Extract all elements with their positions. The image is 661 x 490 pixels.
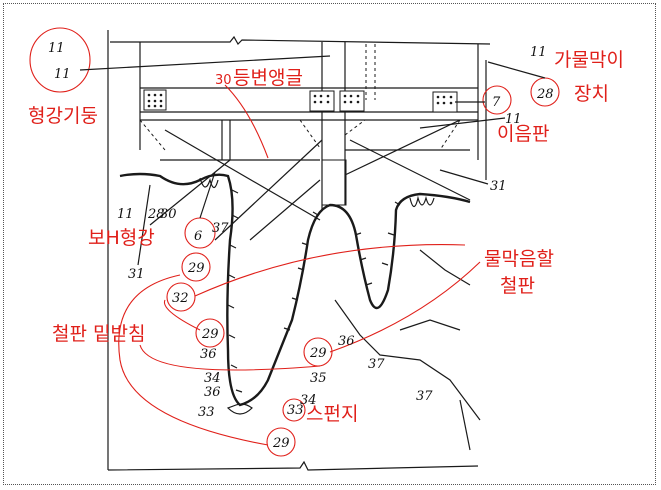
leader-support-2 bbox=[139, 344, 321, 371]
pointer-lines bbox=[79, 55, 546, 266]
diagonal-brace-5 bbox=[344, 119, 461, 176]
hw-32: 32 bbox=[172, 291, 189, 306]
leader-support-1 bbox=[163, 299, 201, 331]
hw-33b: 33 bbox=[287, 403, 304, 418]
pointer-31b bbox=[137, 184, 151, 266]
barrier-hatch bbox=[227, 189, 401, 393]
hw-29b: 29 bbox=[201, 327, 219, 342]
diagonal-brace-2 bbox=[149, 159, 231, 226]
circle-29a bbox=[181, 252, 211, 282]
rock-fissure-3 bbox=[399, 319, 461, 331]
hw-37b: 37 bbox=[368, 357, 385, 372]
joint-plate-center-right bbox=[339, 90, 365, 112]
circle-11 bbox=[29, 27, 91, 93]
bottom-break-line bbox=[107, 460, 479, 471]
center-column-base bbox=[321, 159, 347, 206]
right-teeth bbox=[409, 195, 435, 208]
pointer-6 bbox=[199, 171, 216, 219]
label-watertight-1: 물막음할 bbox=[484, 248, 554, 270]
rock-fissure-4 bbox=[459, 399, 471, 451]
circle-32 bbox=[166, 282, 196, 312]
circle-29d bbox=[266, 427, 296, 457]
circle-7 bbox=[482, 85, 512, 115]
joint-plate-center-left bbox=[309, 90, 335, 112]
hw-29a: 29 bbox=[187, 261, 205, 276]
gusset-dash-3 bbox=[344, 119, 366, 136]
label-equal-angle-num: 30 bbox=[215, 73, 232, 88]
leader-watertight-1 bbox=[194, 244, 466, 297]
label-temp-barrier-2: 장치 bbox=[574, 83, 609, 105]
hw-31a: 31 bbox=[490, 179, 507, 194]
hw-37a: 37 bbox=[212, 221, 229, 236]
left-teeth bbox=[199, 177, 219, 189]
label-plate-support: 철판 밑받침 bbox=[52, 323, 145, 345]
joint-plate-right bbox=[432, 91, 458, 113]
label-temp-barrier: 가물막이 bbox=[554, 49, 624, 71]
pointer-31 bbox=[439, 169, 489, 185]
hw-11-3: 11 bbox=[530, 45, 547, 60]
label-watertight-2: 철판 bbox=[500, 275, 535, 297]
label-sponge: 스펀지 bbox=[306, 403, 358, 425]
diagram-frame bbox=[3, 3, 656, 485]
hw-36b: 36 bbox=[338, 334, 355, 349]
hw-37c: 37 bbox=[416, 389, 433, 404]
hw-28: 28 bbox=[536, 87, 554, 102]
hw-29d: 29 bbox=[272, 436, 290, 451]
hw-33a: 33 bbox=[198, 405, 215, 420]
hw-29c: 29 bbox=[309, 346, 327, 361]
circle-33 bbox=[282, 398, 306, 422]
label-beam-h: 보H형강 bbox=[88, 227, 155, 249]
hw-7: 7 bbox=[492, 95, 501, 110]
hw-36a: 36 bbox=[200, 347, 217, 362]
hw-11-1: 11 bbox=[48, 41, 65, 56]
hw-30b: 30 bbox=[160, 207, 177, 222]
structure bbox=[107, 30, 491, 470]
red-annotations bbox=[29, 27, 560, 457]
hw-34b: 34 bbox=[300, 393, 317, 408]
hw-34a: 34 bbox=[204, 371, 221, 386]
circle-29b bbox=[195, 318, 225, 348]
top-break-line bbox=[110, 35, 491, 45]
hw-28b: 28 bbox=[147, 207, 165, 222]
gusset-dash-2 bbox=[299, 119, 321, 149]
leader-watertight-2 bbox=[329, 261, 481, 353]
leader-support-3 bbox=[118, 274, 269, 446]
label-joint-plate: 이음판 bbox=[497, 123, 549, 145]
pointer-11-2 bbox=[79, 55, 331, 71]
diagonal-brace-1 bbox=[164, 129, 321, 221]
label-equal-angle: 등변앵글 bbox=[233, 67, 303, 89]
hw-36c: 36 bbox=[204, 385, 221, 400]
hw-6: 6 bbox=[194, 229, 202, 244]
rock-fissure-2 bbox=[419, 249, 471, 286]
hw-31b: 31 bbox=[128, 267, 145, 282]
diagonal-brace-4 bbox=[249, 179, 321, 241]
barrier-profile bbox=[107, 172, 481, 471]
diagonal-brace-6 bbox=[349, 139, 471, 201]
gusset-dash-4 bbox=[439, 119, 461, 151]
pointer-28 bbox=[487, 61, 546, 79]
hw-11b: 11 bbox=[505, 112, 522, 127]
hw-11-2: 11 bbox=[54, 67, 71, 82]
joint-plate-left bbox=[143, 89, 167, 111]
sponge-blob bbox=[226, 403, 253, 415]
leader-angle bbox=[224, 84, 269, 159]
hw-11c: 11 bbox=[117, 207, 134, 222]
rock-fissure-1 bbox=[334, 299, 481, 421]
hw-35: 35 bbox=[310, 371, 327, 386]
pointer-11b bbox=[419, 117, 506, 129]
label-steel-column: 형강기둥 bbox=[28, 105, 98, 127]
gusset-dash-1 bbox=[139, 119, 166, 151]
barrier-wall-line bbox=[119, 172, 471, 407]
